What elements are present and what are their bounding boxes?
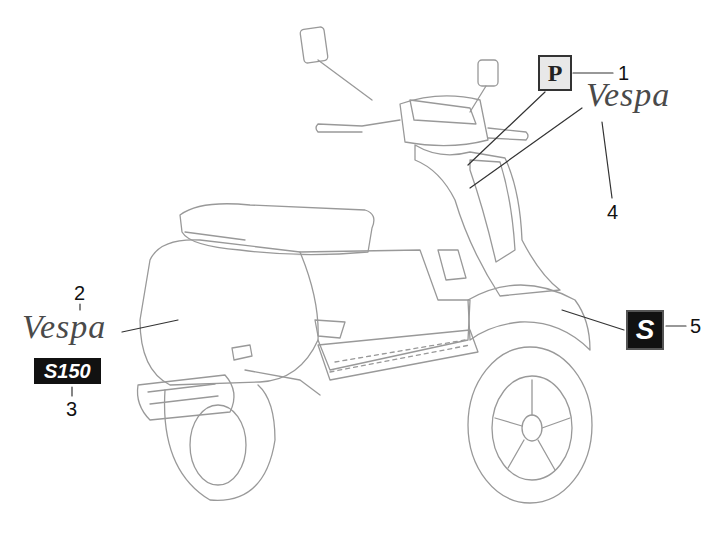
callout-number: 2: [74, 283, 85, 303]
mirror-stem: [318, 60, 372, 100]
leader-line: [468, 92, 545, 165]
front-tyre: [468, 347, 592, 503]
headset: [400, 96, 488, 146]
exhaust: [138, 375, 235, 420]
floor-ribs: [330, 340, 470, 372]
horn-cover: [470, 160, 515, 262]
leader-line: [470, 108, 582, 188]
seat-seam: [185, 232, 245, 240]
front-hub: [522, 415, 542, 441]
leader-line: [573, 72, 613, 73]
exhaust-guard: [148, 384, 218, 404]
emblem-logo: P: [538, 55, 572, 91]
rear-rim: [190, 405, 246, 485]
callout-number: 5: [690, 316, 701, 336]
stand: [245, 370, 320, 395]
callout-number: 4: [607, 202, 618, 222]
badge-logo: S: [626, 310, 664, 350]
leader-line: [562, 310, 624, 330]
rear-tyre: [165, 385, 275, 500]
leader-line: [71, 387, 72, 396]
side-grille: [438, 250, 466, 280]
front-spokes: [495, 380, 570, 470]
mirror: [300, 26, 328, 63]
side-panel: [140, 240, 318, 385]
seat: [180, 204, 374, 255]
footrest: [232, 345, 252, 360]
callout-number: 3: [66, 399, 77, 419]
headlight: [410, 100, 476, 124]
decal-logo: Vespa: [586, 78, 670, 112]
side-vent: [315, 320, 345, 338]
handlebar-right: [488, 128, 528, 140]
decal-logo: Vespa: [22, 310, 106, 344]
leader-line: [122, 320, 178, 332]
leader-line: [602, 122, 612, 198]
frame-body: [300, 250, 470, 370]
mirror: [478, 60, 498, 86]
front-fender: [468, 285, 590, 350]
leader-line: [666, 325, 686, 326]
front-rim: [492, 376, 572, 480]
handlebar-left: [316, 120, 400, 132]
leg-shield: [415, 145, 560, 296]
floorboard: [318, 330, 478, 380]
model-decal: S150: [34, 358, 101, 384]
